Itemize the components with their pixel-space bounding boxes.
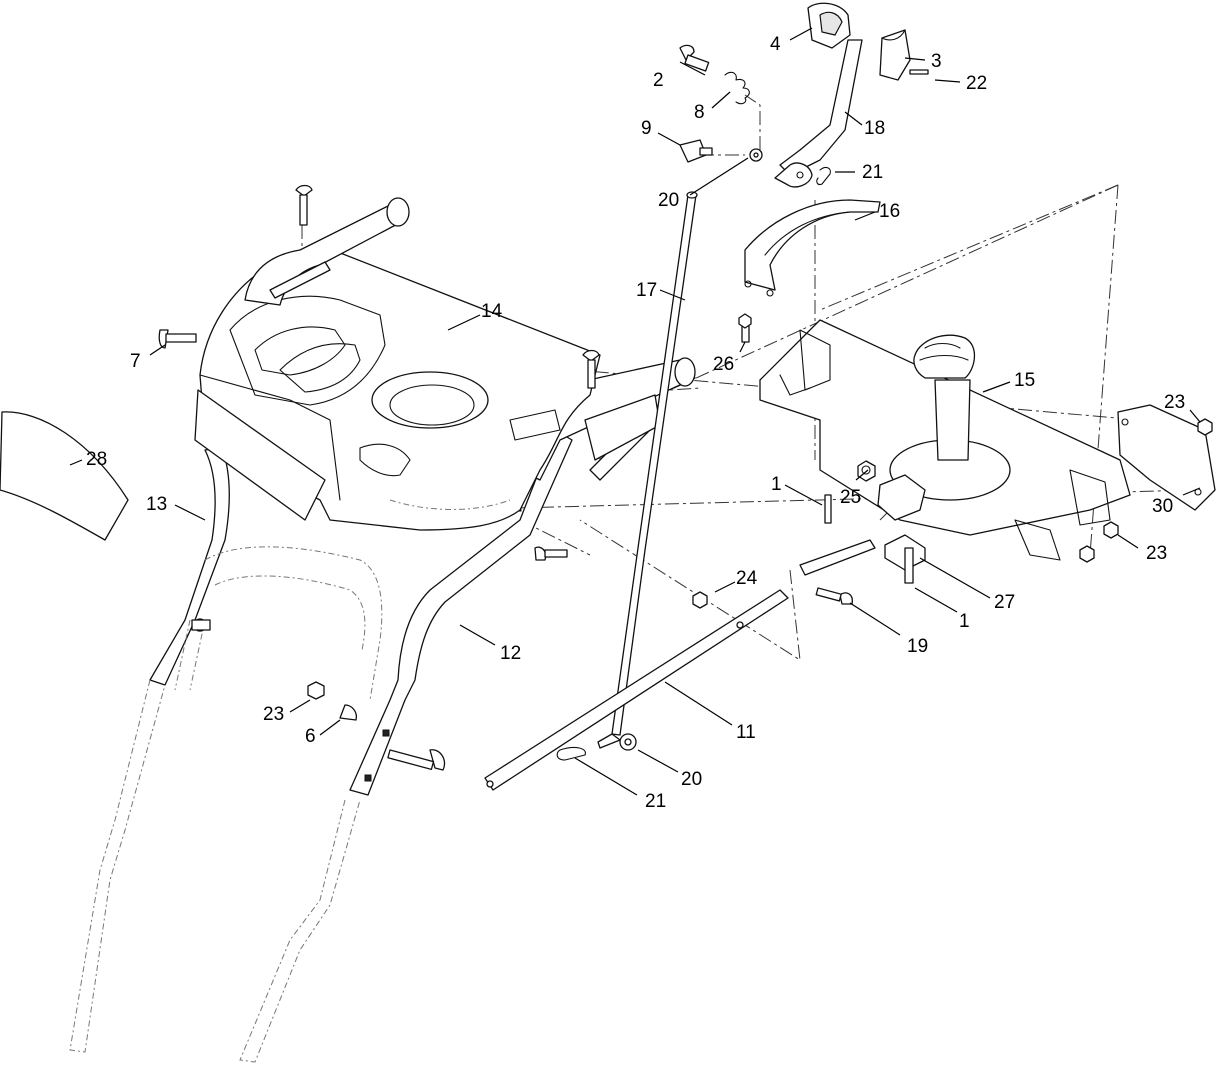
- side-bracket-30: [1079, 404, 1216, 563]
- callout-labels: 4 3 2 22 8 18 9 21 20 16 17 14 7 26 15 2…: [86, 34, 1185, 812]
- callout-21-bottom: 21: [645, 791, 666, 812]
- lower-handle-13: [69, 447, 383, 1063]
- callout-21-top: 21: [862, 162, 883, 183]
- bolt-19: [815, 587, 853, 605]
- console-cover-14: [199, 244, 601, 531]
- callout-9: 9: [641, 118, 652, 139]
- washer-clip-bottom: [556, 733, 637, 761]
- callout-30: 30: [1152, 496, 1173, 517]
- link-rod-11: [484, 589, 789, 791]
- callout-20-bottom: 20: [681, 769, 702, 790]
- callout-18: 18: [864, 118, 885, 139]
- callout-13: 13: [146, 494, 167, 515]
- panel-insert: [194, 389, 326, 521]
- shifter-block-27: [799, 474, 926, 584]
- callout-19: 19: [907, 636, 928, 657]
- callout-6: 6: [305, 726, 316, 747]
- callout-17: 17: [636, 280, 657, 301]
- callout-3: 3: [931, 51, 942, 72]
- callout-26: 26: [713, 354, 734, 375]
- callout-16: 16: [879, 201, 900, 222]
- callout-23-mid: 23: [1146, 543, 1167, 564]
- callout-14: 14: [481, 301, 503, 322]
- callout-15: 15: [1014, 370, 1035, 391]
- callout-23-left: 23: [263, 704, 284, 725]
- callout-2: 2: [653, 70, 664, 91]
- shift-lever-18: [774, 2, 929, 188]
- callout-11: 11: [736, 722, 756, 743]
- shift-gate-16: [738, 199, 881, 343]
- callout-1-upper: 1: [771, 474, 782, 495]
- callout-4: 4: [770, 34, 781, 55]
- small-parts-top: [679, 44, 831, 186]
- leader-lines: [69, 27, 1201, 796]
- callout-23-right: 23: [1164, 392, 1185, 413]
- fasteners-left: [158, 184, 600, 771]
- callout-28: 28: [86, 449, 107, 470]
- callout-24: 24: [736, 568, 758, 589]
- callout-8: 8: [694, 102, 705, 123]
- callout-27: 27: [994, 592, 1015, 613]
- bracket-15: [759, 319, 1131, 561]
- callout-7: 7: [130, 351, 141, 372]
- callout-1-lower: 1: [959, 611, 970, 632]
- callout-12: 12: [500, 643, 521, 664]
- decal-28: [0, 411, 129, 541]
- upper-console-bar: [244, 197, 410, 306]
- callout-25: 25: [840, 487, 861, 508]
- shift-rod-17: [597, 191, 698, 749]
- callout-22: 22: [966, 73, 987, 94]
- callout-20-top: 20: [658, 190, 679, 211]
